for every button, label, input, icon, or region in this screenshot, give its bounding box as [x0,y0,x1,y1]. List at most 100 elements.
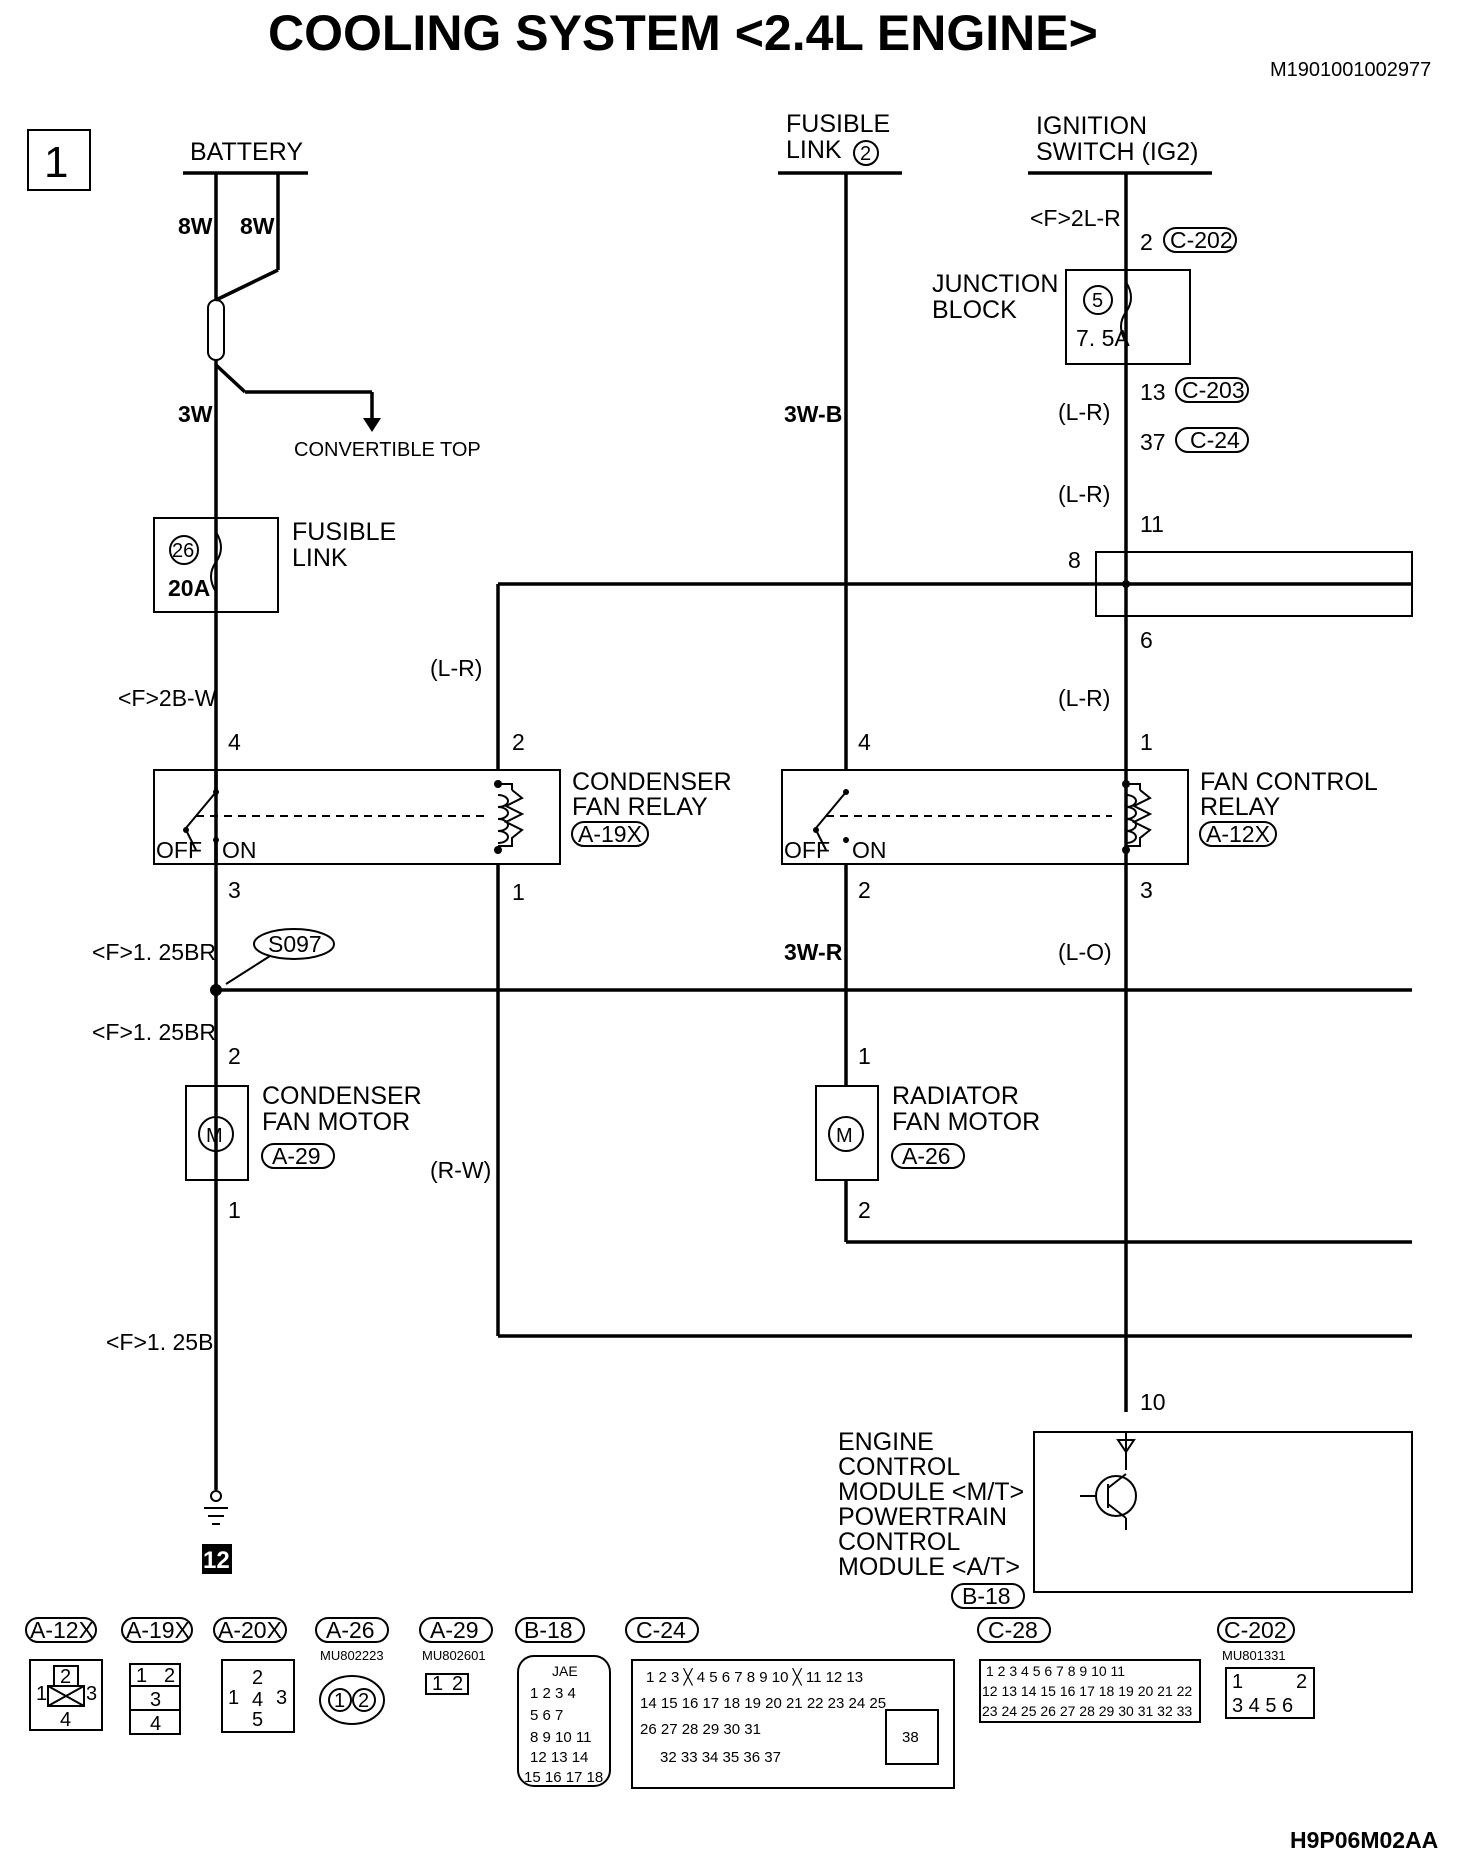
ecm-conn: B-18 [962,1583,1011,1609]
fan-relay-off: OFF [784,837,830,863]
svg-text:38: 38 [902,1729,919,1746]
cond-relay-coil [497,794,509,844]
svg-text:26 27 28 29 30 31: 26 27 28 29 30 31 [640,1721,761,1738]
c203-pin: 13 [1140,379,1166,405]
wire-lr-3: (L-R) [1058,685,1110,711]
conn-c28-label: C-28 [988,1617,1038,1643]
battery-label: BATTERY [190,138,303,166]
radiator-motor-label-2: FAN MOTOR [892,1108,1040,1136]
svg-text:1 2 3 4 5 6 7 8 9 10 11: 1 2 3 4 5 6 7 8 9 10 11 [986,1663,1125,1679]
fusible-link-26-box [153,517,279,613]
condenser-motor-label: CONDENSER [262,1082,422,1110]
fusible-link-26-num: 26 [172,540,194,562]
ecm-label-2: CONTROL [838,1453,960,1481]
fan-relay-pin1: 1 [1140,729,1153,755]
svg-text:1: 1 [334,1690,345,1712]
svg-text:1 2 3 ╳ 4 5 6 7 8 9 10 ╳ 11 12: 1 2 3 ╳ 4 5 6 7 8 9 10 ╳ 11 12 13 [646,1668,863,1686]
conn-a26-label: A-26 [326,1617,375,1643]
c24-conn: C-24 [1190,427,1240,453]
radiator-motor-symbol: M [836,1125,853,1147]
conn-a26-part: MU802223 [320,1648,384,1663]
cond-relay-pin4: 4 [228,729,241,755]
wire-2lr: <F>2L-R [1030,205,1121,231]
conn-a12x-label: A-12X [30,1617,94,1643]
svg-text:2: 2 [1296,1671,1307,1693]
cond-relay-off: OFF [156,837,202,863]
fan-control-relay-conn: A-12X [1206,821,1270,847]
wire-3wb: 3W-B [784,401,842,427]
condenser-relay-box [153,769,561,865]
junction-block-fuse [1120,281,1132,343]
svg-text:1 2 3 4: 1 2 3 4 [530,1685,576,1702]
wire-3w: 3W [178,401,213,427]
svg-text:4: 4 [150,1713,161,1735]
footer-code: H9P06M02AA [1290,1827,1438,1853]
battery-fusible-link [207,299,225,361]
condenser-motor-box [185,1085,249,1181]
fusible-link-2-num: 2 [860,143,871,165]
conn-a19x-label: A-19X [126,1617,190,1643]
c24-pin: 37 [1140,429,1166,455]
conn-a26-face [319,1675,385,1725]
wire-125b: <F>1. 25B [106,1329,213,1355]
condenser-relay-conn: A-19X [578,821,642,847]
radiator-motor-conn: A-26 [902,1143,951,1169]
conn-a12x-face [29,1659,103,1731]
wire-lo: (L-O) [1058,939,1112,965]
svg-text:2: 2 [60,1666,71,1688]
cond-relay-pin1: 1 [512,879,525,905]
conn-c202-part: MU801331 [1222,1648,1286,1663]
ecm-label-5: CONTROL [838,1528,960,1556]
cond-motor-pin1: 1 [228,1197,241,1223]
svg-text:4: 4 [60,1709,71,1731]
cond-motor-pin2: 2 [228,1043,241,1069]
svg-text:5 6 7: 5 6 7 [530,1707,563,1724]
cond-relay-pin2: 2 [512,729,525,755]
ignition-switch-label-2: SWITCH (IG2) [1036,138,1199,166]
svg-text:15 16 17 18: 15 16 17 18 [524,1769,603,1786]
page-marker: 1 [44,138,68,187]
conn-c202-face [1225,1667,1315,1719]
fan-relay-pin4: 4 [858,729,871,755]
svg-text:3: 3 [150,1689,161,1711]
fusible-link-26-label: FUSIBLE [292,518,396,546]
ecm-pin10: 10 [1140,1389,1166,1415]
fusible-link-26-rating: 20A [168,575,210,601]
svg-text:2: 2 [164,1665,175,1687]
fusible-link-26-num-circle [169,535,199,565]
conn-c24-face [631,1659,955,1789]
wire-rw: (R-W) [430,1157,491,1183]
svg-text:2: 2 [452,1673,463,1695]
svg-text:3: 3 [276,1687,287,1709]
pin-11: 11 [1140,511,1164,537]
ecm-box [1033,1431,1413,1593]
conn-c24-label: C-24 [636,1617,686,1643]
wire-lr-1: (L-R) [1058,399,1110,425]
condenser-relay-label: CONDENSER [572,768,732,796]
doc-id: M1901001002977 [1270,59,1431,81]
junction-block-rating: 7. 5A [1076,325,1130,351]
wire-125br-b: <F>1. 25BR [92,1019,216,1045]
fusible-link-2-label-2: LINK [786,136,842,164]
svg-text:23 24 25 26 27 28 29 30 31 32: 23 24 25 26 27 28 29 30 31 32 33 [982,1703,1192,1719]
ecm-label-1: ENGINE [838,1428,934,1456]
svg-text:4: 4 [252,1689,263,1711]
fan-control-relay-label: FAN CONTROL [1200,768,1378,796]
svg-text:1: 1 [136,1665,147,1687]
pin-8: 8 [1068,547,1081,573]
junction-block-label-2: BLOCK [932,296,1017,324]
svg-text:8 9 10 11: 8 9 10 11 [530,1729,591,1746]
conn-a29-part: MU802601 [422,1648,486,1663]
conn-a29-label: A-29 [430,1617,479,1643]
ecm-label-6: MODULE <A/T> [838,1553,1020,1581]
svg-text:32 33 34 35 36 37: 32 33 34 35 36 37 [660,1749,781,1766]
svg-text:1: 1 [432,1673,443,1695]
svg-text:1: 1 [36,1683,47,1705]
svg-text:3: 3 [86,1683,97,1705]
junction-block-num: 5 [1092,290,1103,312]
c202-pin: 2 [1140,229,1153,255]
wire-3wr: 3W-R [784,939,843,965]
svg-text:14 15 16 17 18 19 20 21 22 23: 14 15 16 17 18 19 20 21 22 23 24 25 [640,1695,886,1712]
c202-conn: C-202 [1170,227,1233,253]
